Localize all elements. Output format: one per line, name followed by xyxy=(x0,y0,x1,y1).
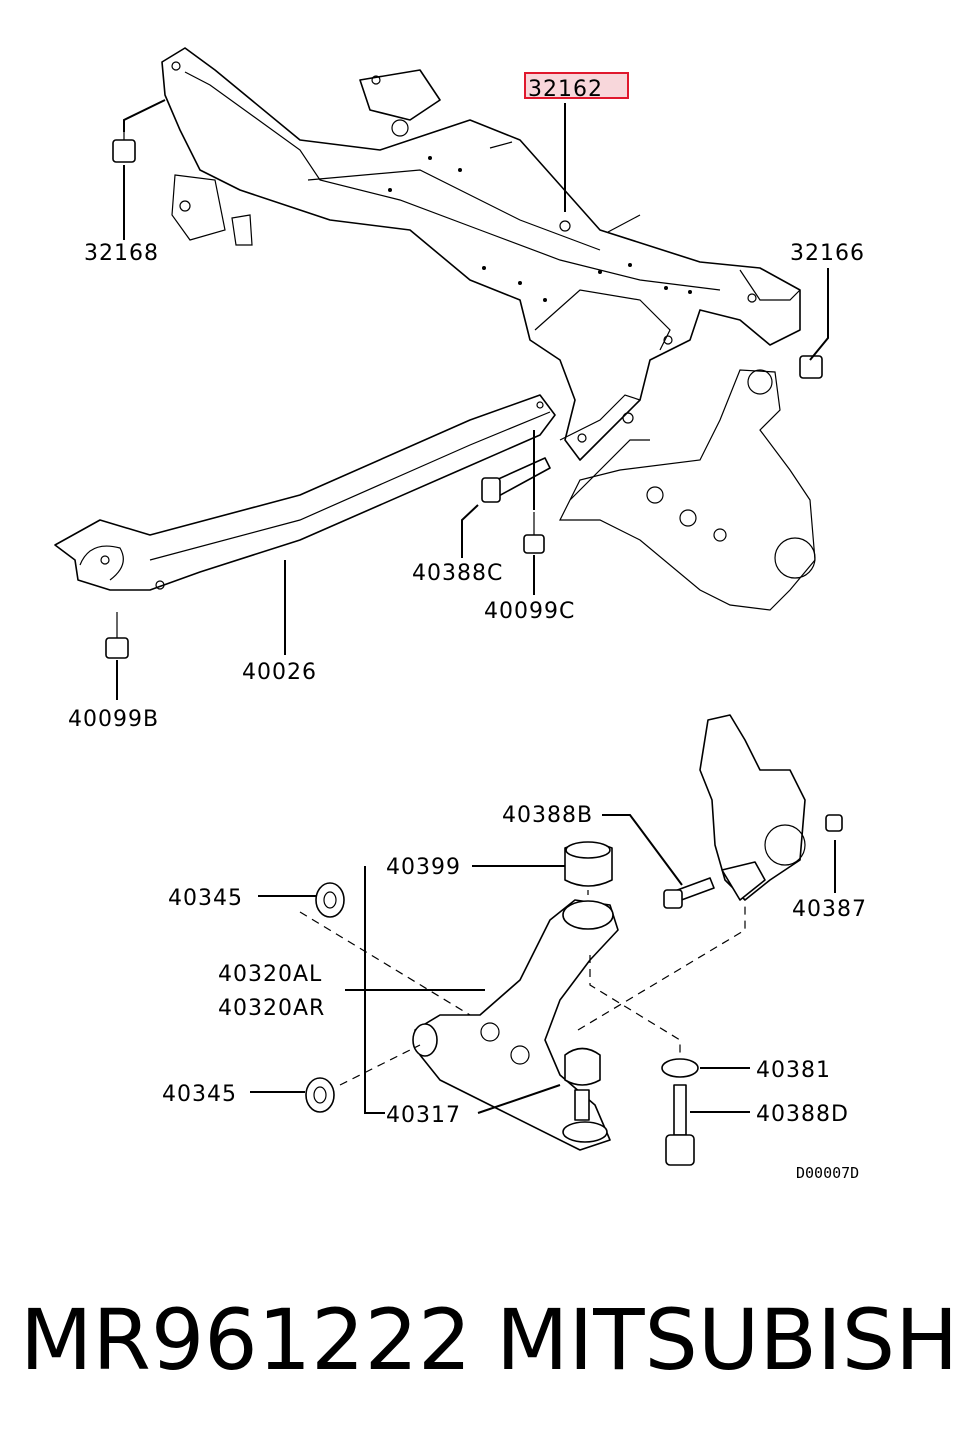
label-40399[interactable]: 40399 xyxy=(386,855,461,880)
drawing-code: D00007D xyxy=(796,1164,859,1182)
subframe-32162 xyxy=(161,47,801,461)
label-40317[interactable]: 40317 xyxy=(386,1103,461,1128)
bolt-40388D xyxy=(665,1084,695,1166)
label-32168[interactable]: 32168 xyxy=(84,241,159,266)
label-40388D[interactable]: 40388D xyxy=(756,1102,849,1127)
label-40345-lower[interactable]: 40345 xyxy=(162,1082,237,1107)
part-number: MR961222 xyxy=(20,1291,472,1389)
label-32166[interactable]: 32166 xyxy=(790,241,865,266)
label-40387[interactable]: 40387 xyxy=(792,897,867,922)
bolt-40099C xyxy=(523,512,545,554)
ball-joint xyxy=(562,1047,608,1143)
leader-lines xyxy=(116,99,836,1114)
label-40026[interactable]: 40026 xyxy=(242,660,317,685)
highlight-box xyxy=(524,72,629,99)
bolt-40388B xyxy=(663,877,715,909)
exploded-parts-diagram: 32162 32168 32166 40388C 40099C 40026 40… xyxy=(54,47,867,1182)
knuckle-assembly-top xyxy=(559,369,816,611)
bolt-40388C xyxy=(481,457,551,503)
nut-32168 xyxy=(112,132,136,163)
brand-name: MITSUBISHI xyxy=(496,1291,960,1389)
label-40099C[interactable]: 40099C xyxy=(484,599,575,624)
washer-40345-upper xyxy=(315,882,345,918)
washer-40381 xyxy=(661,1058,699,1078)
label-40388C[interactable]: 40388C xyxy=(412,561,503,586)
washer-40345-lower xyxy=(305,1077,335,1113)
bushing-40399 xyxy=(564,841,613,887)
bolt-40099B xyxy=(105,612,129,659)
label-32162[interactable]: 32162 xyxy=(528,77,603,102)
lower-arm-40317 xyxy=(412,899,619,1151)
label-40320AR[interactable]: 40320AR xyxy=(218,996,325,1021)
knuckle-40387 xyxy=(699,714,806,901)
label-40388B[interactable]: 40388B xyxy=(502,803,593,828)
label-40345-upper[interactable]: 40345 xyxy=(168,886,243,911)
nut-40387 xyxy=(825,814,843,832)
label-40099B[interactable]: 40099B xyxy=(68,707,159,732)
label-40320AL[interactable]: 40320AL xyxy=(218,962,322,987)
crossmember-40026 xyxy=(54,394,556,591)
label-40381[interactable]: 40381 xyxy=(756,1058,831,1083)
nut-32166 xyxy=(799,355,823,379)
